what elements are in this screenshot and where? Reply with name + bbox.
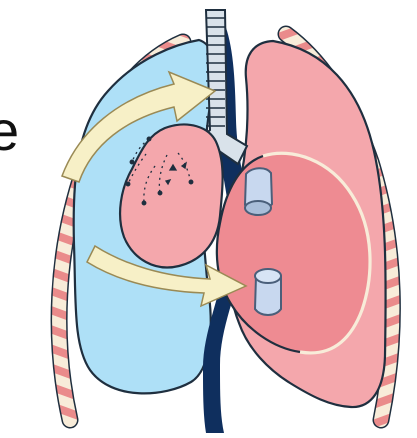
cropped-left-label: e — [0, 96, 22, 166]
prosthetic-tube-upper — [245, 168, 272, 215]
prosthetic-tube-lower — [255, 269, 281, 315]
cropped-top-caption — [120, 0, 390, 4]
